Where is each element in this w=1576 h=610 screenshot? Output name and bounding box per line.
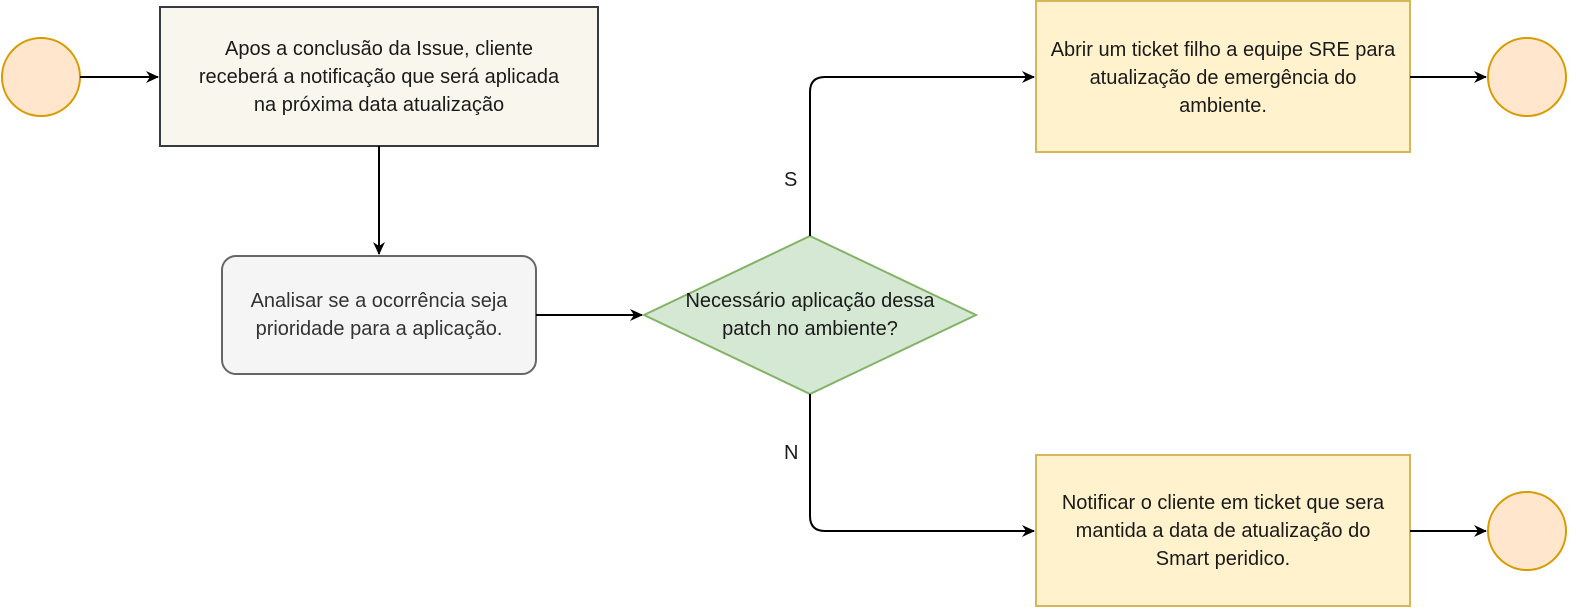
start-event-circle — [1, 37, 81, 117]
decision-text: Necessário aplicação dessa patch no ambi… — [685, 290, 935, 340]
analyze-text: Analisar se a ocorrência seja prioridade… — [250, 290, 508, 340]
notification-box — [159, 6, 599, 147]
end-event-circle-top — [1487, 37, 1567, 117]
notification-text: Apos a conclusão da Issue, cliente receb… — [198, 37, 560, 116]
yes-action-text: Abrir um ticket filho a equipe SRE para … — [1050, 39, 1396, 117]
edge-label-no: N — [784, 442, 799, 464]
edge-decision-yes — [809, 71, 1035, 236]
edge-label-yes: S — [784, 169, 798, 191]
yes-action-box — [1035, 0, 1411, 153]
end-event-circle-bottom — [1487, 491, 1567, 571]
no-action-box — [1035, 454, 1411, 607]
edge-decision-no — [809, 394, 1035, 537]
no-action-text: Notificar o cliente em ticket que sera m… — [1061, 491, 1385, 570]
